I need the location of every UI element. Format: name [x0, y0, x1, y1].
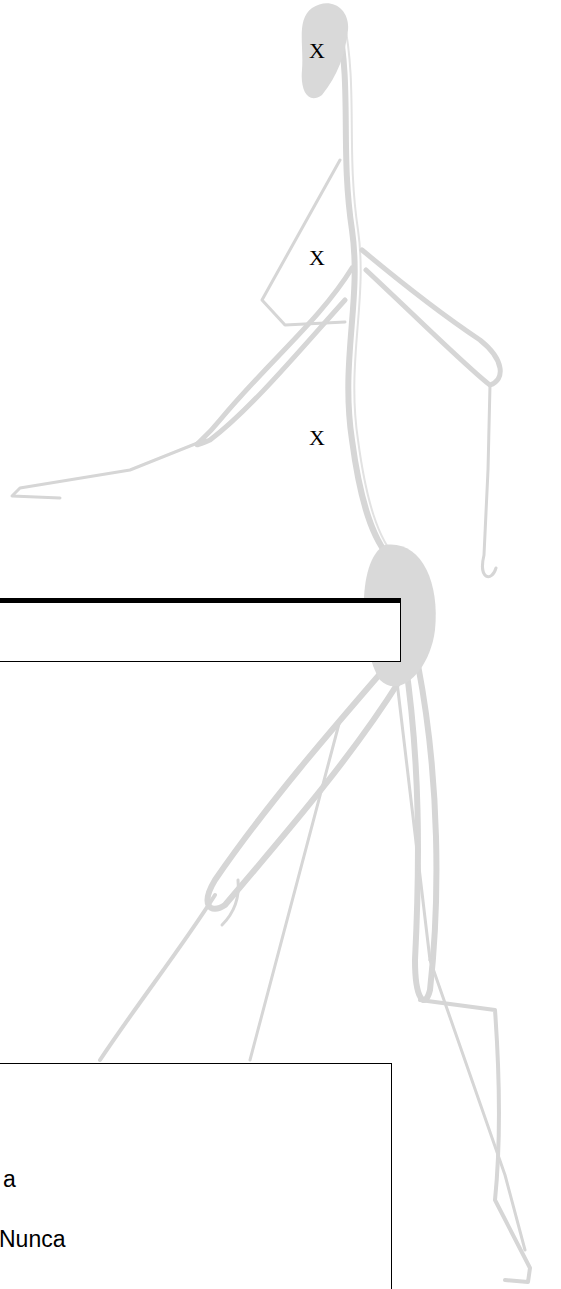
box-text: a [3, 1168, 16, 1191]
front-shin [420, 1000, 530, 1282]
back-shin [100, 895, 215, 1060]
head [302, 3, 348, 98]
back-forearm [12, 440, 205, 498]
front-thigh [405, 660, 436, 1000]
front-arm [362, 250, 500, 385]
back-thigh [208, 660, 400, 909]
empty-box [0, 598, 401, 662]
x-mark: X [309, 40, 325, 62]
front-forearm [483, 385, 496, 577]
x-mark: X [309, 247, 325, 269]
back-arm [197, 268, 352, 445]
text-box: aNunca [0, 1063, 392, 1289]
box-text: Nunca [0, 1228, 65, 1251]
x-mark: X [309, 427, 325, 449]
shoulder [262, 160, 345, 325]
